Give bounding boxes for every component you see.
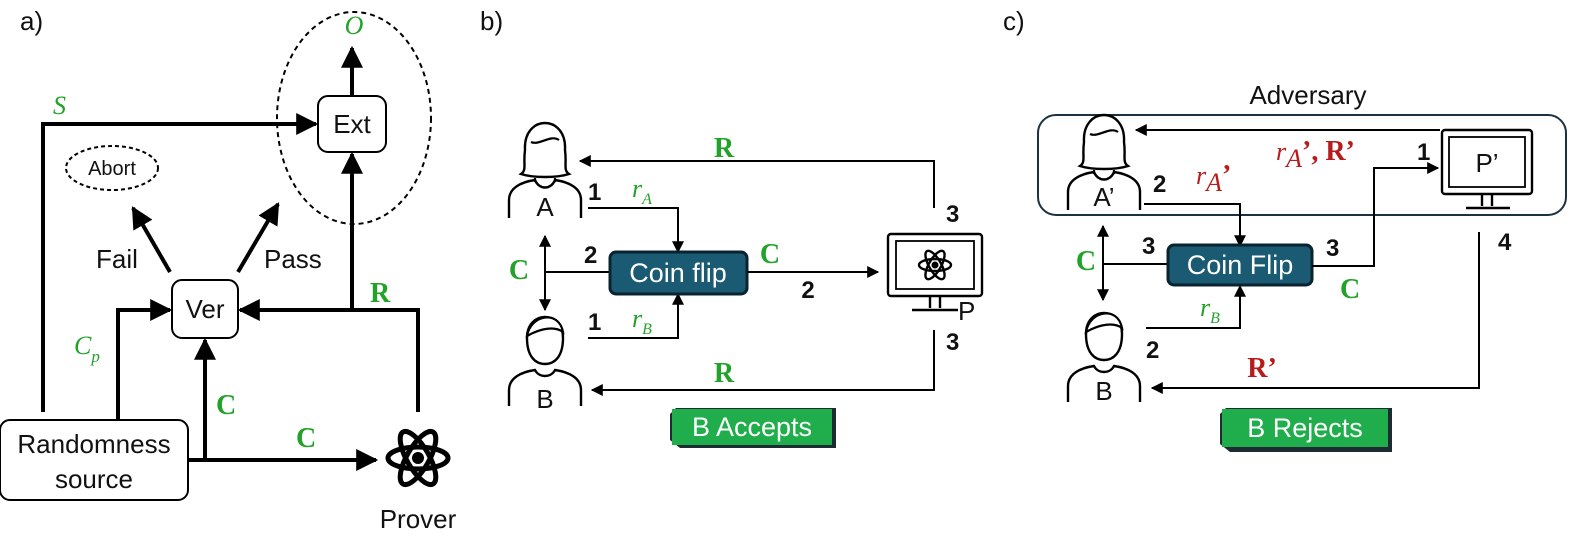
b-rejects-label: B Rejects bbox=[1247, 413, 1363, 443]
randomness-label-1: Randomness bbox=[17, 429, 170, 459]
abort-label: Abort bbox=[88, 158, 136, 180]
fail-label: Fail bbox=[96, 244, 138, 274]
b-accepts-badge: B Accepts bbox=[670, 408, 836, 448]
quantum-computer-icon bbox=[886, 232, 984, 312]
panel-a: a) O Ext S Abort Fail Pass Ver R Cp C bbox=[0, 6, 457, 534]
step-3-top: 3 bbox=[946, 201, 959, 228]
c-to-p-prime-arrow bbox=[1312, 162, 1440, 267]
b-rejects-badge: B Rejects bbox=[1220, 408, 1392, 452]
p-prime-label: P’ bbox=[1475, 148, 1498, 178]
r-prime-to-bob-arrow bbox=[1150, 232, 1480, 394]
adversary-computer-icon bbox=[1440, 128, 1534, 210]
panel-a-label: a) bbox=[20, 6, 43, 36]
c-right-label-c: C bbox=[1340, 274, 1360, 305]
rb-arrow bbox=[588, 292, 684, 339]
step-2-alice: 2 bbox=[1153, 171, 1166, 198]
bob-label-c: B bbox=[1095, 376, 1112, 406]
step-1-bob: 1 bbox=[588, 309, 601, 336]
output-label: O bbox=[345, 11, 364, 40]
step-2-right: 2 bbox=[801, 277, 814, 304]
adversary-box bbox=[1037, 114, 1567, 216]
ra-prime-label: rA’ bbox=[1196, 160, 1231, 197]
r-to-bob-arrow bbox=[590, 330, 935, 396]
alice-prime-label: A’ bbox=[1093, 182, 1114, 212]
randomness-source-box bbox=[0, 419, 189, 501]
ra-label: rA bbox=[632, 174, 652, 208]
c-left-label: C bbox=[509, 255, 529, 286]
r-to-alice-arrow bbox=[578, 155, 935, 208]
rb-arrow-c bbox=[1146, 284, 1246, 329]
alice-label: A bbox=[536, 192, 554, 222]
r-to-ver-arrow bbox=[237, 299, 420, 412]
seed-label: S bbox=[53, 91, 66, 120]
coin-flip-label-c: Coin Flip bbox=[1187, 250, 1294, 280]
step-3-right: 3 bbox=[1326, 235, 1339, 262]
atom-icon bbox=[388, 427, 448, 490]
c-label-prover: C bbox=[296, 423, 316, 454]
step-2-bob: 2 bbox=[1146, 337, 1159, 364]
step-3-bottom: 3 bbox=[946, 329, 959, 356]
seed-arrow bbox=[41, 113, 319, 412]
panel-c: c) Adversary A’ P’ 1 rA’, R’ 2 rA’ B 2 r… bbox=[1003, 6, 1567, 452]
c-right-label: C bbox=[760, 239, 780, 270]
step-4: 4 bbox=[1498, 229, 1512, 256]
panel-c-label: c) bbox=[1003, 6, 1025, 36]
p-label-b: P bbox=[958, 296, 975, 326]
pass-arrow bbox=[236, 202, 280, 274]
c-label-ver: C bbox=[216, 390, 236, 421]
step-1-c: 1 bbox=[1417, 139, 1430, 166]
ext-label: Ext bbox=[333, 109, 371, 139]
rb-label-c: rB bbox=[1200, 293, 1220, 327]
pass-label: Pass bbox=[264, 244, 322, 274]
r-prime-label: R’ bbox=[1247, 353, 1277, 384]
rb-label: rB bbox=[632, 304, 652, 338]
bob-label: B bbox=[536, 384, 553, 414]
r-bottom-label: R bbox=[714, 358, 735, 389]
coin-flip-label: Coin flip bbox=[629, 258, 727, 288]
ra-r-prime-label: rA’, R’ bbox=[1276, 136, 1355, 173]
cp-arrow bbox=[116, 299, 173, 420]
r-label: R bbox=[370, 278, 391, 309]
prover-label: Prover bbox=[380, 504, 457, 534]
randomness-label-2: source bbox=[55, 464, 133, 494]
r-top-label: R bbox=[714, 133, 735, 164]
c-left-label-c: C bbox=[1076, 246, 1096, 277]
b-accepts-label: B Accepts bbox=[692, 412, 812, 442]
panel-b-label: b) bbox=[480, 6, 503, 36]
ra-arrow bbox=[588, 207, 684, 254]
panel-b: b) A B R 3 R 3 1 rA 1 rB C 2 Coin flip C bbox=[480, 6, 984, 448]
abort-ellipse bbox=[65, 145, 159, 191]
ra-prime-arrow bbox=[1144, 203, 1246, 248]
step-1-alice: 1 bbox=[588, 179, 601, 206]
fail-arrow bbox=[131, 206, 172, 274]
step-3-left: 3 bbox=[1142, 233, 1155, 260]
adversary-label: Adversary bbox=[1249, 80, 1366, 110]
step-2-left: 2 bbox=[584, 242, 597, 269]
cp-label: Cp bbox=[74, 331, 100, 366]
ver-label: Ver bbox=[185, 294, 224, 324]
